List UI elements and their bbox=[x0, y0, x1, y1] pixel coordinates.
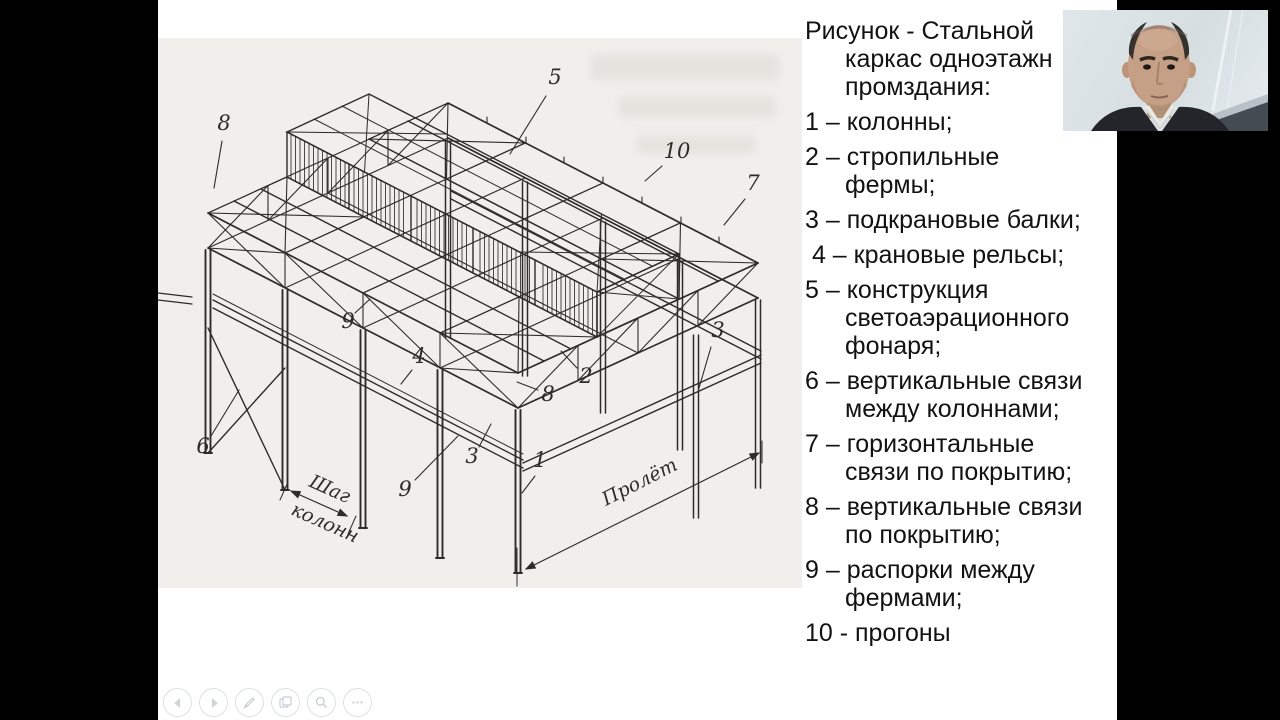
legend-item-line: 4 – крановые рельсы; bbox=[805, 241, 1065, 269]
callout-leader bbox=[560, 350, 578, 369]
end-truss-webs bbox=[207, 102, 759, 409]
magnifier-icon bbox=[314, 695, 329, 710]
scan-artifact bbox=[618, 96, 776, 118]
callout-number: 10 bbox=[664, 139, 691, 163]
scan-artifact bbox=[636, 136, 756, 154]
figure-title-line: Рисунок - Стальной bbox=[805, 17, 1034, 45]
legend-item-line: 10 - прогоны bbox=[805, 619, 951, 647]
clerestory-hatch bbox=[290, 133, 593, 336]
legend-item-line: светоаэрационного bbox=[845, 304, 1070, 332]
zoom-tool-button[interactable] bbox=[307, 688, 336, 717]
left-arrow-icon bbox=[171, 696, 185, 710]
legend-item-line: по покрытию; bbox=[845, 521, 1001, 549]
callout-number: 3 bbox=[465, 444, 478, 468]
callout-leader bbox=[516, 381, 539, 391]
legend-item-line: 5 – конструкция bbox=[805, 276, 989, 304]
near-wall-columns bbox=[203, 249, 523, 574]
desk-shape bbox=[1211, 102, 1268, 131]
window-sill bbox=[1213, 94, 1268, 122]
letterbox-left bbox=[0, 0, 158, 720]
slide-overview-button[interactable] bbox=[271, 688, 300, 717]
figure-title-line: промздания: bbox=[845, 73, 991, 101]
callout-leader bbox=[478, 423, 492, 448]
edge-stub-beams bbox=[158, 292, 193, 305]
longitudinal-ties bbox=[327, 192, 639, 354]
callout-number: 5 bbox=[548, 65, 561, 89]
dim-span-label: Пролёт bbox=[597, 454, 681, 511]
callout-number: 8 bbox=[541, 382, 554, 406]
figure-title-line: каркас одноэтажн bbox=[845, 45, 1053, 73]
callout-leader bbox=[213, 140, 223, 189]
callout-leader bbox=[400, 369, 413, 385]
legend-item-line: 1 – колонны; bbox=[805, 108, 953, 136]
roof-near-slope bbox=[207, 176, 598, 374]
webcam-overlay bbox=[1063, 10, 1268, 131]
callout-leader bbox=[698, 346, 712, 389]
pen-tool-button[interactable] bbox=[235, 688, 264, 717]
previous-slide-button[interactable] bbox=[163, 688, 192, 717]
callout-leader bbox=[354, 298, 371, 314]
callout-number: 8 bbox=[217, 111, 230, 135]
next-slide-button[interactable] bbox=[199, 688, 228, 717]
dim-bay-label-1: Шаг bbox=[305, 470, 354, 508]
legend-item-line: связи по покрытию; bbox=[845, 458, 1073, 486]
callout-leader bbox=[521, 475, 536, 494]
legend-item: 3 – подкрановые балки; bbox=[805, 206, 1117, 234]
callout-number: 9 bbox=[341, 309, 354, 333]
dimension-bay: Шаг колонн bbox=[279, 470, 362, 548]
legend-item-line: фермами; bbox=[845, 584, 963, 612]
callout-leader bbox=[723, 198, 746, 226]
more-dots-icon bbox=[350, 695, 365, 710]
legend-item-line: 3 – подкрановые балки; bbox=[805, 206, 1081, 234]
column-vertical-bracing bbox=[207, 327, 286, 491]
legend-item-line: 2 – стропильные bbox=[805, 143, 1000, 171]
callout-leader bbox=[210, 389, 240, 437]
legend-item-line: фонаря; bbox=[845, 332, 942, 360]
callout-leader bbox=[644, 165, 663, 182]
legend-item: 10 - прогоны bbox=[805, 619, 1117, 647]
presenter-toolbar bbox=[163, 688, 372, 717]
legend-item: 4 – крановые рельсы; bbox=[805, 241, 1117, 269]
legend-item: 1 – колонны; bbox=[805, 108, 1117, 136]
callout-number: 3 bbox=[711, 318, 724, 342]
legend-item-line: 7 – горизонтальные bbox=[805, 430, 1035, 458]
wall-top-band-bracing bbox=[207, 212, 519, 409]
presenter-figure bbox=[1091, 22, 1229, 131]
callout-number: 6 bbox=[196, 434, 209, 458]
legend-item-line: 8 – вертикальные связи bbox=[805, 493, 1083, 521]
scan-artifact bbox=[590, 54, 780, 80]
legend-item-line: 9 – распорки между bbox=[805, 556, 1035, 584]
callout-number: 2 bbox=[578, 364, 592, 388]
roof-far-slope bbox=[368, 102, 759, 300]
callout-number: 9 bbox=[398, 477, 411, 501]
legend-item-line: между колоннами; bbox=[845, 395, 1060, 423]
legend-item-line: 6 – вертикальные связи bbox=[805, 367, 1083, 395]
callout-number: 7 bbox=[746, 171, 760, 195]
callout-number: 4 bbox=[411, 344, 425, 368]
callout-leader bbox=[509, 95, 547, 155]
callout-leader bbox=[414, 435, 459, 481]
dimension-span: Пролёт bbox=[516, 440, 763, 587]
slides-icon bbox=[278, 695, 293, 710]
callout-number: 1 bbox=[533, 448, 546, 472]
right-arrow-icon bbox=[207, 696, 221, 710]
presenter-video bbox=[1091, 10, 1268, 131]
legend-item-line: фермы; bbox=[845, 171, 936, 199]
pen-icon bbox=[242, 695, 257, 710]
more-options-button[interactable] bbox=[343, 688, 372, 717]
